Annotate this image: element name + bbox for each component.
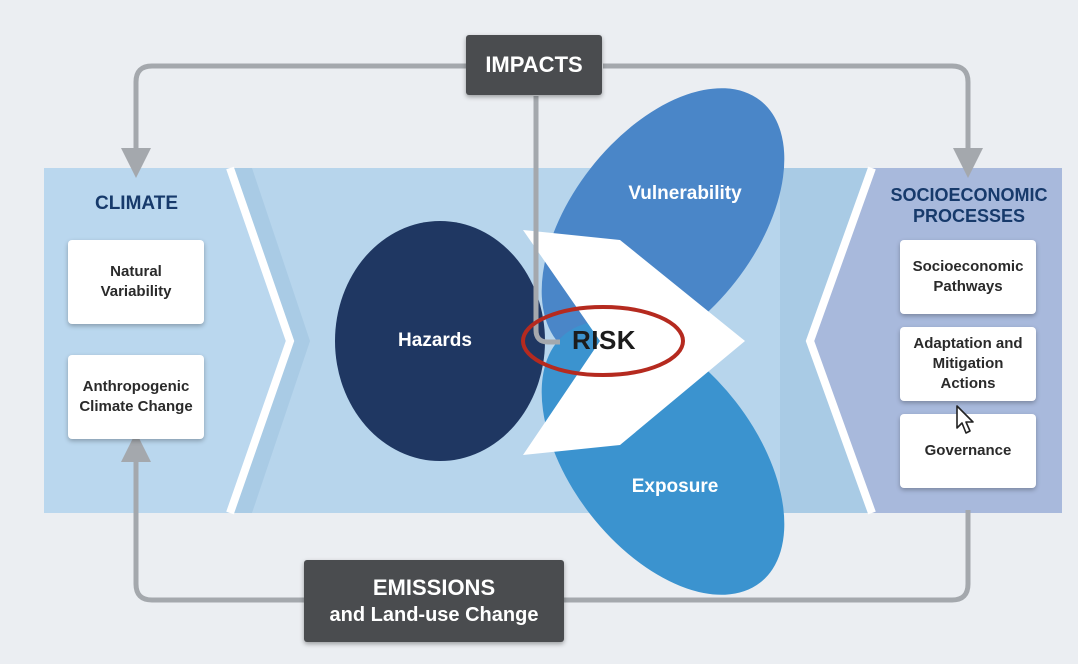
emissions-title: EMISSIONS [372, 574, 496, 600]
vulnerability-label: Vulnerability [628, 183, 742, 204]
socioeconomic-title: SOCIOECONOMIC PROCESSES [890, 185, 1048, 226]
connector-impacts-socioeconomic [603, 63, 983, 178]
natural-variability-label: Natural Variability [100, 262, 172, 300]
emissions-box: EMISSIONS and Land-use Change [304, 560, 564, 642]
socioeconomic-pathways-label: Socioeconomic Pathways [912, 257, 1024, 295]
emissions-subtitle: and Land-use Change [329, 604, 539, 627]
hazards-label: Hazards [398, 330, 472, 351]
risk-ring [521, 305, 685, 377]
adaptation-mitigation-box: Adaptation and Mitigation Actions [900, 327, 1036, 401]
chevron-separator-right [805, 166, 876, 515]
risk-label: RISK [571, 325, 637, 355]
chevron-separator-left [226, 166, 295, 515]
impacts-box: IMPACTS [466, 35, 602, 95]
risk-center [523, 230, 745, 455]
socioeconomic-pathways-box: Socioeconomic Pathways [900, 240, 1036, 314]
anthropogenic-climate-change-label: Anthropogenic Climate Change [79, 377, 193, 415]
natural-variability-box: Natural Variability [68, 240, 204, 324]
climate-title: CLIMATE [94, 193, 179, 214]
connector-emissions-climate [121, 432, 304, 603]
hazards-ellipse [335, 221, 545, 461]
governance-label: Governance [924, 441, 1012, 459]
anthropogenic-climate-change-box: Anthropogenic Climate Change [68, 355, 204, 439]
adaptation-mitigation-label: Adaptation and Mitigation Actions [913, 334, 1023, 393]
impacts-label: IMPACTS [485, 52, 583, 77]
impacts-risk-connector [533, 96, 560, 345]
connector-impacts-climate [121, 63, 470, 178]
exposure-label: Exposure [631, 476, 719, 497]
mouse-cursor-icon [956, 405, 974, 434]
connector-socioeconomic-emissions [564, 510, 971, 603]
